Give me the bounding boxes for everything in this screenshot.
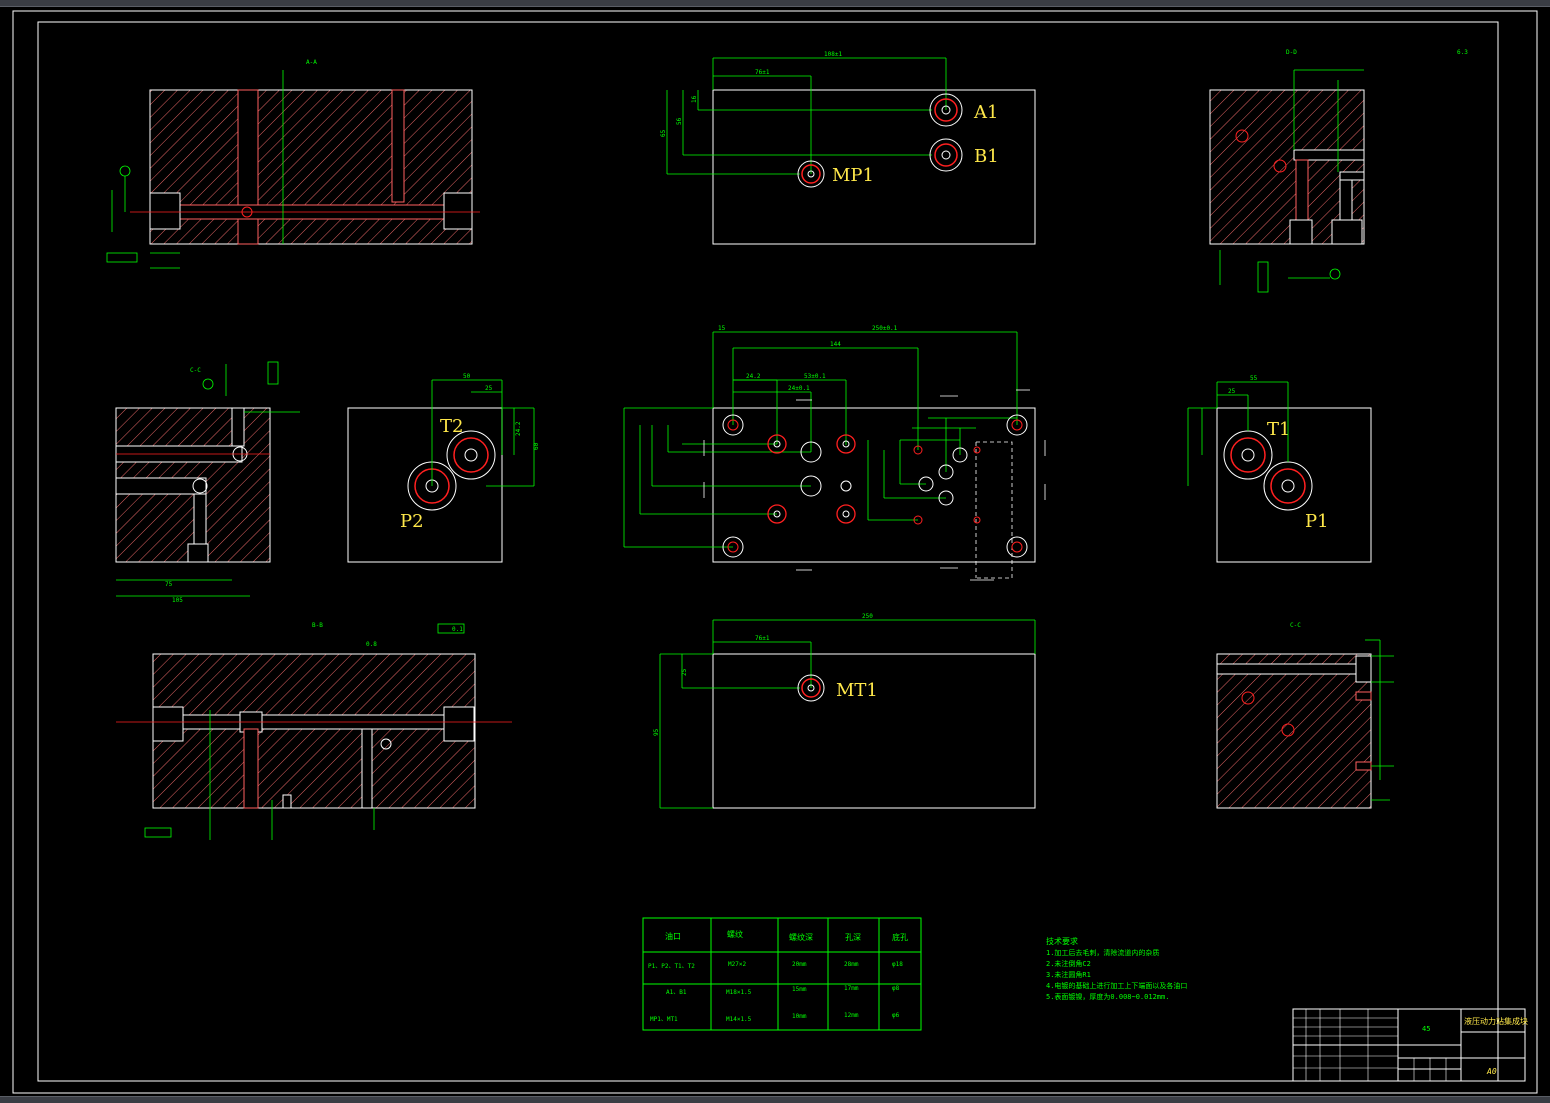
table-header-thread: 螺纹 [727, 929, 743, 939]
table-cell: MP1、MT1 [650, 1016, 678, 1023]
view-top-ports[interactable]: 108±1 76±1 65 56 16 A1 B1 MP1 [660, 51, 1036, 245]
dim-25-bottom: 25 [681, 668, 688, 676]
table-cell: 28mm [844, 961, 859, 968]
dim-75-left: 75 [165, 581, 173, 588]
table-header-thread-depth: 螺纹深 [789, 932, 813, 942]
dim-53: 53±0.1 [804, 373, 826, 380]
section-ee[interactable]: C-C [1216, 622, 1394, 809]
section-cc-left[interactable]: C-C 75 105 [115, 361, 300, 604]
table-cell: P1、P2、T1、T2 [648, 963, 695, 970]
label-b1: B1 [974, 146, 999, 167]
title-material: 45 [1422, 1025, 1430, 1033]
window-bottom-bar [0, 1096, 1550, 1103]
window-top-bar [0, 0, 1550, 7]
view-t2-p2[interactable]: T2 P2 50 25 24.2 60 [347, 373, 540, 563]
dim-76: 76±1 [755, 69, 770, 76]
table-cell: 17mm [844, 985, 859, 992]
roughness-mark: 6.3 [1457, 49, 1468, 56]
note-line: 1.加工后去毛刺，清除流道内的杂质 [1046, 948, 1159, 957]
note-line: 4.电镀的基础上进行加工上下端面以及各油口 [1046, 981, 1187, 990]
dim-t1-55: 55 [1250, 375, 1258, 382]
dim-16: 16 [691, 95, 698, 103]
table-cell: φ18 [892, 961, 903, 968]
port-a1[interactable] [929, 93, 963, 127]
port-p1[interactable] [1263, 461, 1313, 511]
label-a1: A1 [973, 102, 998, 123]
port-b1[interactable] [929, 138, 963, 172]
table-cell: M14×1.5 [726, 1016, 752, 1023]
label-p1: P1 [1305, 511, 1329, 532]
dim-144: 144 [830, 341, 841, 348]
dim-250-bottom: 250 [862, 613, 873, 620]
port-mp1[interactable] [797, 160, 825, 188]
dim-95-bottom: 95 [653, 728, 660, 736]
label-p2: P2 [400, 511, 424, 532]
bb-tolerance: 0.1 [452, 626, 463, 633]
label-t1: T1 [1267, 419, 1290, 440]
dim-t1-25: 25 [1228, 388, 1236, 395]
dim-242-center: 24.2 [746, 373, 761, 380]
view-t1-p1[interactable]: T1 P1 55 25 [1187, 375, 1372, 563]
table-cell: 20mm [792, 961, 807, 968]
section-bb[interactable]: B-B 0.1 0.8 [116, 622, 512, 840]
section-ee-title: C-C [1290, 622, 1301, 629]
table-header-pilot: 底孔 [892, 932, 908, 942]
section-cc-left-title: C-C [190, 367, 201, 374]
table-cell: M18×1.5 [726, 989, 752, 996]
table-cell: 12mm [844, 1012, 859, 1019]
table-cell: 10mm [792, 1013, 807, 1020]
section-bb-title: B-B [312, 622, 323, 629]
port-t2[interactable] [446, 430, 496, 480]
note-line: 2.未注倒角C2 [1046, 959, 1091, 968]
outer-frame [12, 10, 1538, 1094]
title-scale: A0 [1486, 1067, 1497, 1076]
dim-24: 24±0.1 [788, 385, 810, 392]
table-cell: M27×2 [728, 961, 746, 968]
table-cell: 15mm [792, 986, 807, 993]
note-line: 5.表面镀镍，厚度为0.008~0.012mm. [1046, 992, 1169, 1001]
dim-56: 56 [676, 117, 683, 125]
section-aa[interactable]: A-A [106, 59, 480, 269]
dim-15-center: 15 [718, 325, 726, 332]
label-t2: T2 [440, 416, 463, 437]
table-header-hole-depth: 孔深 [845, 933, 861, 942]
port-t1[interactable] [1223, 430, 1273, 480]
dim-t2-25: 25 [485, 385, 493, 392]
dim-108: 108±1 [824, 51, 842, 58]
note-line: 3.未注圆角R1 [1046, 970, 1091, 979]
port-mt1[interactable] [797, 674, 825, 702]
view-center-plan[interactable]: 250±0.1 144 53±0.1 24±0.1 24.2 15 [623, 325, 1046, 581]
label-mp1: MP1 [832, 165, 874, 186]
technical-notes: 技术要求 1.加工后去毛刺，清除流道内的杂质 2.未注倒角C2 3.未注圆角R1… [1046, 936, 1187, 1001]
dim-t2-50: 50 [463, 373, 471, 380]
section-dd-title: D-D [1286, 49, 1297, 56]
port-table: 油口 螺纹 螺纹深 孔深 底孔 P1、P2、T1、T2 M27×2 20mm 2… [642, 917, 922, 1031]
bb-roughness: 0.8 [366, 641, 377, 648]
view-bottom-mt1[interactable]: 250 76±1 25 95 MT1 [653, 613, 1036, 809]
section-dd[interactable]: D-D 6.3 [1209, 49, 1468, 293]
title-block: 45 液压动力站集成块 A0 [1292, 1008, 1528, 1082]
dim-t2-242: 24.2 [515, 421, 522, 436]
notes-title: 技术要求 [1046, 936, 1078, 946]
table-cell: φ6 [892, 1012, 900, 1019]
table-cell: A1、B1 [666, 989, 687, 996]
title-drawing-name: 液压动力站集成块 [1464, 1016, 1528, 1026]
dim-76-bottom: 76±1 [755, 635, 770, 642]
inner-frame [37, 21, 1499, 1082]
table-cell: φ8 [892, 985, 900, 992]
table-header-port: 油口 [665, 931, 681, 941]
dim-250-center: 250±0.1 [872, 325, 898, 332]
dim-65: 65 [660, 129, 667, 137]
label-mt1: MT1 [836, 680, 878, 701]
dim-105-left: 105 [172, 597, 183, 604]
dim-t2-60: 60 [533, 442, 540, 450]
section-aa-title: A-A [306, 59, 317, 66]
